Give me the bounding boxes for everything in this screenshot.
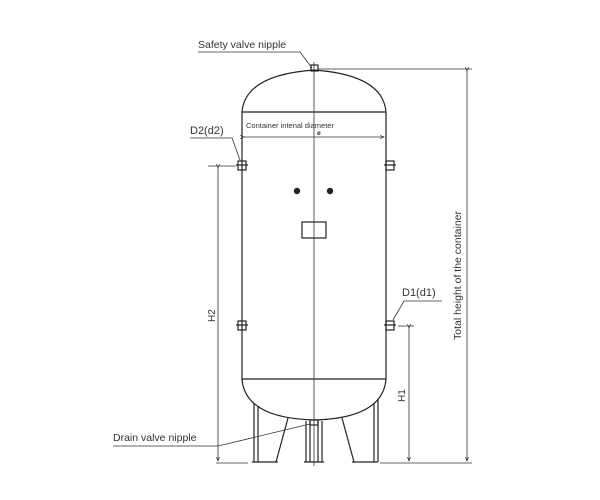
drain-valve-leader — [113, 423, 311, 447]
h1-label: H1 — [397, 389, 408, 402]
d2-label: D2(d2) — [190, 125, 224, 137]
drain-valve-nipple — [309, 419, 319, 426]
nozzles — [236, 160, 396, 331]
d1-leader — [392, 300, 442, 321]
legs — [216, 400, 472, 464]
safety-valve-leader — [198, 51, 313, 69]
safety-valve-label: Safety valve nipple — [198, 39, 286, 51]
port-right-icon — [326, 187, 334, 195]
d2-leader — [190, 137, 241, 161]
h2-label: H2 — [207, 309, 218, 322]
diameter-symbol: ø — [317, 131, 321, 137]
d1-label: D1(d1) — [402, 287, 436, 299]
safety-valve-nipple — [310, 64, 319, 72]
port-left-icon — [293, 187, 301, 195]
drain-valve-label: Drain valve nipple — [113, 432, 197, 444]
total-height-label: Total height of the container — [452, 210, 464, 340]
diameter-label: Container intenal diameter — [246, 121, 334, 130]
nameplate — [301, 221, 327, 239]
